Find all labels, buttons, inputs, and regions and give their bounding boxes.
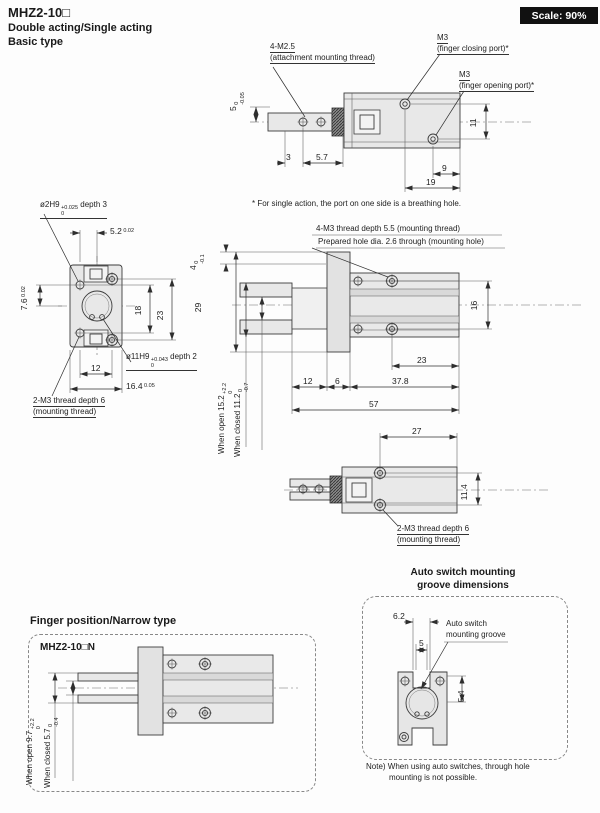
- dim-16: 16: [468, 300, 479, 311]
- finger-position-title: Finger position/Narrow type: [30, 615, 177, 627]
- auto-switch-note-line1: Note) When using auto switches, through …: [366, 762, 530, 771]
- finger-position-model: MHZ2-10□N: [40, 642, 95, 653]
- dim-12-front: 12: [91, 363, 101, 373]
- finger-position-box: [28, 634, 316, 792]
- dim-11-4: 11.4: [458, 484, 469, 501]
- label-4m3-thread: 4-M3 thread depth 5.5 (mounting thread): [316, 224, 461, 233]
- side-view-drawing: [220, 234, 582, 450]
- page-title: MHZ2-10□: [8, 5, 71, 20]
- dim-18: 18: [132, 305, 143, 316]
- dim-7-6: 7.60.02: [18, 286, 29, 311]
- dim-9: 9: [442, 163, 447, 173]
- dim-5-7: 5.7: [316, 152, 328, 162]
- dim-23-side: 23: [417, 355, 427, 365]
- label-groove-line1: Auto switch: [446, 619, 487, 628]
- label-attachment-thread: 4-M2.5 (attachment mounting thread): [270, 42, 375, 65]
- label-mounting-thread-front: 2-M3 thread depth 6 (mounting thread): [33, 396, 106, 419]
- label-groove-line2: mounting groove: [446, 630, 506, 639]
- dim-5-4: 5.4: [455, 690, 466, 703]
- dim-57: 57: [369, 399, 379, 409]
- auto-switch-title-line1: Auto switch mounting: [410, 567, 516, 578]
- label-mounting-thread-bottom: 2-M3 thread depth 6 (mounting thread): [397, 524, 470, 547]
- bottom-view-drawing: [284, 433, 548, 527]
- dim-12-side: 12: [303, 376, 313, 386]
- dim-3: 3: [286, 152, 291, 162]
- dim-11: 11: [467, 118, 478, 128]
- dim-27: 27: [412, 426, 422, 436]
- dim-6-2: 6.2: [393, 611, 405, 621]
- page-subtitle-basic: Basic type: [8, 36, 64, 48]
- label-finger-closing-port: M3 (finger closing port)*: [437, 33, 509, 56]
- auto-switch-note-line2: mounting is not possible.: [389, 773, 478, 782]
- dim-23-front: 23: [154, 310, 165, 321]
- auto-switch-title-line2: groove dimensions: [417, 580, 509, 591]
- dim-19: 19: [426, 177, 436, 187]
- label-finger-opening-port: M3 (finger opening port)*: [459, 70, 535, 93]
- dim-37-8: 37.8: [392, 376, 409, 386]
- scale-badge: Scale: 90%: [520, 7, 598, 24]
- dim-6: 6: [335, 376, 340, 386]
- dim-29: 29: [192, 302, 203, 313]
- auto-switch-box: [362, 596, 568, 760]
- single-acting-note: * For single action, the port on one sid…: [252, 199, 462, 208]
- page-subtitle-acting: Double acting/Single acting: [8, 22, 153, 34]
- dim-5: 5: [419, 638, 424, 648]
- label-prepared-hole: Prepared hole dia. 2.6 through (mounting…: [318, 237, 484, 246]
